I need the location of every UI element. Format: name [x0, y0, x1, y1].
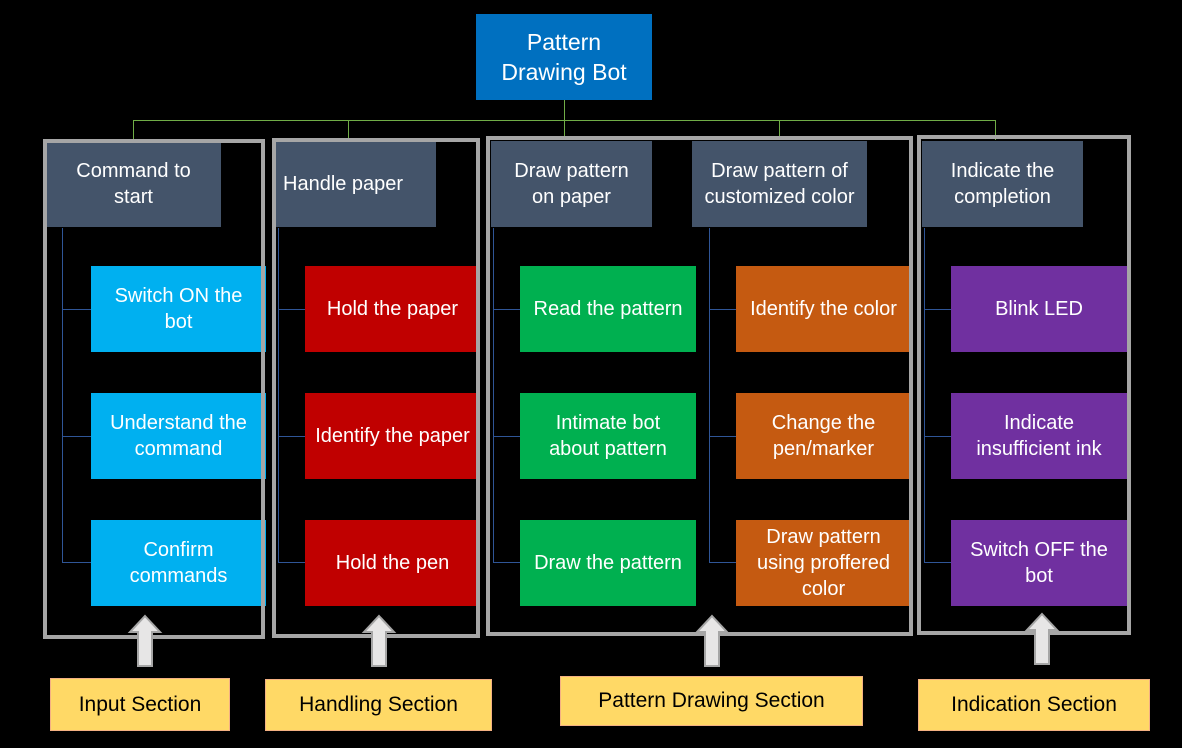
item-confirm-commands: Confirm commands — [91, 520, 266, 606]
item-connector — [278, 436, 305, 437]
item-blink-led: Blink LED — [951, 266, 1127, 352]
item-connector — [924, 309, 951, 310]
item-connector — [62, 309, 91, 310]
root-node: Pattern Drawing Bot — [476, 14, 652, 100]
item-change-pen: Change the pen/marker — [736, 393, 911, 479]
item-understand-command: Understand the command — [91, 393, 266, 479]
item-draw-pattern-color: Draw pattern using proffered color — [736, 520, 911, 606]
item-connector — [709, 228, 710, 563]
root-connector — [564, 100, 565, 120]
heading-connector — [348, 120, 349, 140]
item-connector — [278, 228, 279, 563]
heading-draw-pattern-on-paper: Draw pattern on paper — [491, 141, 652, 227]
item-read-pattern: Read the pattern — [520, 266, 696, 352]
item-connector — [924, 562, 951, 563]
item-connector — [278, 562, 305, 563]
item-connector — [493, 228, 494, 563]
heading-connector — [133, 120, 134, 140]
heading-indicate-completion: Indicate the completion — [922, 141, 1083, 227]
pattern-drawing-section-label: Pattern Drawing Section — [560, 676, 863, 726]
heading-connector — [564, 120, 565, 140]
item-intimate-bot: Intimate bot about pattern — [520, 393, 696, 479]
item-hold-pen: Hold the pen — [305, 520, 480, 606]
arrow-up-icon — [127, 614, 163, 667]
item-switch-on-bot: Switch ON the bot — [91, 266, 266, 352]
arrow-up-icon — [1024, 612, 1060, 665]
heading-draw-pattern-customized-color: Draw pattern of customized color — [692, 141, 867, 227]
item-connector — [924, 436, 951, 437]
item-connector — [493, 562, 520, 563]
item-connector — [493, 436, 520, 437]
item-connector — [493, 309, 520, 310]
item-connector — [924, 228, 925, 563]
input-section-label: Input Section — [50, 678, 230, 731]
item-connector — [709, 436, 736, 437]
item-identify-color: Identify the color — [736, 266, 911, 352]
item-identify-paper: Identify the paper — [305, 393, 480, 479]
heading-connector — [995, 120, 996, 140]
item-connector — [62, 436, 91, 437]
arrow-up-icon — [694, 614, 730, 667]
item-draw-pattern: Draw the pattern — [520, 520, 696, 606]
arrow-up-icon — [361, 614, 397, 667]
heading-handle-paper: Handle paper — [274, 141, 436, 227]
item-switch-off-bot: Switch OFF the bot — [951, 520, 1127, 606]
item-connector — [709, 309, 736, 310]
item-connector — [62, 562, 91, 563]
item-hold-paper: Hold the paper — [305, 266, 480, 352]
item-indicate-insufficient-ink: Indicate insufficient ink — [951, 393, 1127, 479]
item-connector — [278, 309, 305, 310]
item-connector — [62, 228, 63, 563]
heading-command-to-start: Command to start — [46, 141, 221, 227]
item-connector — [709, 562, 736, 563]
heading-connector — [779, 120, 780, 140]
handling-section-label: Handling Section — [265, 679, 492, 731]
indication-section-label: Indication Section — [918, 679, 1150, 731]
